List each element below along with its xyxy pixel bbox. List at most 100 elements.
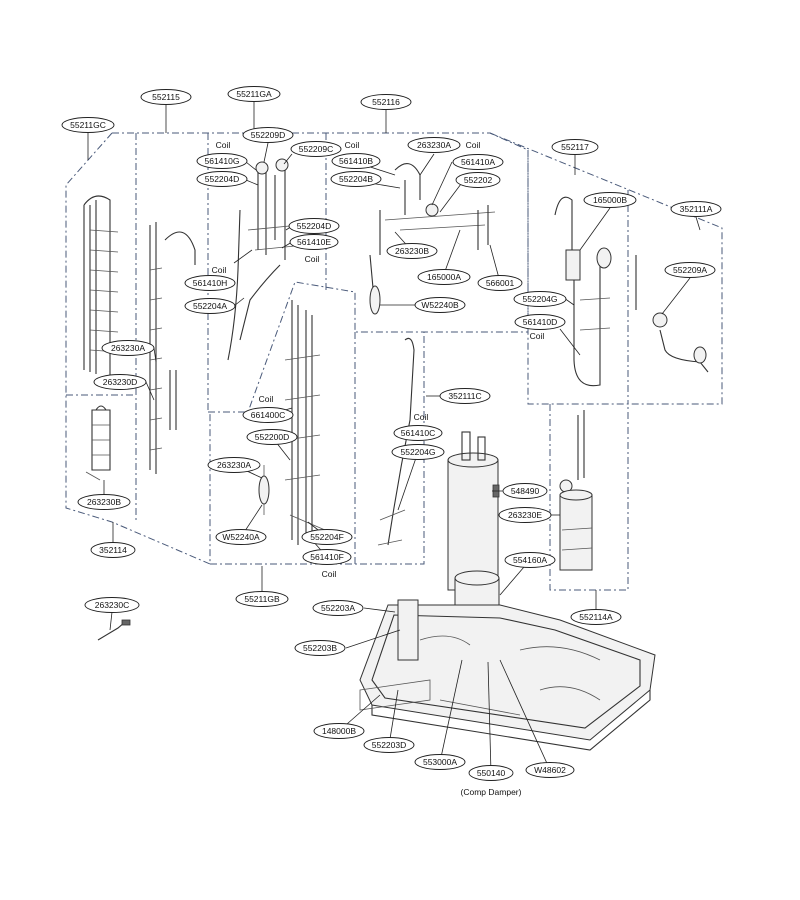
callout-561410B: 561410B <box>331 153 381 169</box>
pipe-assembly-552117 <box>554 196 612 387</box>
svg-text:55211GC: 55211GC <box>70 120 106 130</box>
svg-text:561410B: 561410B <box>339 156 373 166</box>
svg-text:165000B: 165000B <box>593 195 627 205</box>
callout-561410H: 561410H <box>184 275 236 291</box>
svg-text:552204F: 552204F <box>310 532 344 542</box>
callout-553000A: 553000A <box>414 754 466 770</box>
svg-text:552204G: 552204G <box>401 447 436 457</box>
callout-labels: 552115 55211GA 552116 55211GC 552209D 55… <box>61 86 722 781</box>
svg-text:561410D: 561410D <box>523 317 558 327</box>
svg-text:661400C: 661400C <box>251 410 286 420</box>
callout-561410D: 561410D <box>514 314 566 330</box>
svg-text:552204D: 552204D <box>205 174 240 184</box>
callout-552116: 552116 <box>360 94 412 110</box>
callout-55211GB: 55211GB <box>235 591 289 607</box>
svg-text:552202: 552202 <box>464 175 493 185</box>
callout-552209C: 552209C <box>290 141 342 157</box>
svg-text:552204B: 552204B <box>339 174 373 184</box>
svg-text:561410H: 561410H <box>193 278 228 288</box>
callout-552209D: 552209D <box>242 127 294 143</box>
callout-W48602: W48602 <box>525 762 575 778</box>
callout-552203B: 552203B <box>294 640 346 656</box>
callout-263230C: 263230C <box>84 597 140 613</box>
callout-561410F: 561410F <box>302 549 352 565</box>
callout-352111A: 352111A <box>670 201 722 217</box>
svg-text:566001: 566001 <box>486 278 515 288</box>
svg-text:552204A: 552204A <box>193 301 227 311</box>
callout-552114A: 552114A <box>570 609 622 625</box>
accumulator <box>559 410 593 571</box>
callout-550140: 550140 <box>468 765 514 781</box>
coil-note-4: Coil <box>305 254 320 264</box>
callout-561410A: 561410A <box>452 154 504 170</box>
svg-text:W52240B: W52240B <box>421 300 459 310</box>
coil-notes: Coil Coil Coil Coil Coil Coil Coil Coil … <box>212 140 545 579</box>
svg-text:352114: 352114 <box>99 545 127 555</box>
callout-263230B-mid: 263230B <box>386 243 438 259</box>
svg-text:552203D: 552203D <box>372 740 407 750</box>
svg-text:263230D: 263230D <box>103 377 138 387</box>
svg-text:561410F: 561410F <box>310 552 344 562</box>
comp-damper-note: (Comp Damper) <box>461 787 522 797</box>
coil-note-3: Coil <box>466 140 481 150</box>
callout-352111C: 352111C <box>439 388 491 404</box>
svg-text:552116: 552116 <box>372 97 400 107</box>
callout-561410E: 561410E <box>289 234 339 250</box>
base-plate <box>359 599 656 751</box>
callout-552203A: 552203A <box>312 600 364 616</box>
group-boundary-left <box>65 132 211 565</box>
svg-text:263230C: 263230C <box>95 600 130 610</box>
callout-548490: 548490 <box>502 483 548 499</box>
coil-note-1: Coil <box>216 140 231 150</box>
pipe-assembly-55211GA <box>227 158 306 361</box>
callout-661400C: 661400C <box>242 407 294 423</box>
svg-text:550140: 550140 <box>477 768 506 778</box>
group-boundary-low <box>210 332 425 565</box>
svg-text:352111C: 352111C <box>448 391 481 401</box>
callout-165000B: 165000B <box>583 192 637 208</box>
callout-552204A: 552204A <box>184 298 236 314</box>
callout-148000B: 148000B <box>313 723 365 739</box>
callout-263230D: 263230D <box>93 374 147 390</box>
coil-note-8: Coil <box>530 331 545 341</box>
svg-text:263230B: 263230B <box>395 246 429 256</box>
group-boundary-accumulator <box>549 404 629 591</box>
callout-552204D-a: 552204D <box>196 171 248 187</box>
pipe-assembly-352111A <box>635 255 709 373</box>
svg-text:552117: 552117 <box>561 142 589 152</box>
svg-text:552209A: 552209A <box>673 265 707 275</box>
coil-heat-exchanger-left <box>83 195 119 375</box>
pipe-assembly-352111C <box>377 337 415 546</box>
callout-552202: 552202 <box>455 172 501 188</box>
callout-263230A-low: 263230A <box>207 457 261 473</box>
group-boundary-mid <box>208 281 528 413</box>
callout-552200D: 552200D <box>246 429 298 445</box>
coil-small-left <box>85 405 111 481</box>
callout-552115: 552115 <box>140 89 192 105</box>
pipe-assembly-55211GB <box>258 300 326 545</box>
svg-text:552203A: 552203A <box>321 603 355 613</box>
svg-text:263230E: 263230E <box>508 510 542 520</box>
callout-352114: 352114 <box>90 542 136 558</box>
svg-text:55211GB: 55211GB <box>244 594 280 604</box>
callout-552117: 552117 <box>551 139 599 155</box>
svg-text:554160A: 554160A <box>513 555 547 565</box>
svg-text:552115: 552115 <box>152 92 180 102</box>
coil-note-5: Coil <box>212 265 227 275</box>
coil-note-7: Coil <box>414 412 429 422</box>
svg-text:55211GA: 55211GA <box>236 89 272 99</box>
part-drawings <box>83 158 709 751</box>
coil-note-9: Coil <box>322 569 337 579</box>
svg-text:263230A: 263230A <box>111 343 145 353</box>
svg-text:352111A: 352111A <box>680 204 713 214</box>
svg-text:552209C: 552209C <box>299 144 334 154</box>
svg-text:552204G: 552204G <box>523 294 558 304</box>
svg-text:552200D: 552200D <box>255 432 290 442</box>
svg-text:553000A: 553000A <box>423 757 457 767</box>
svg-text:552203B: 552203B <box>303 643 337 653</box>
callout-554160A: 554160A <box>504 552 556 568</box>
callout-552204G-center: 552204G <box>391 444 445 460</box>
callout-561410G: 561410G <box>196 153 248 169</box>
svg-text:263230A: 263230A <box>217 460 251 470</box>
